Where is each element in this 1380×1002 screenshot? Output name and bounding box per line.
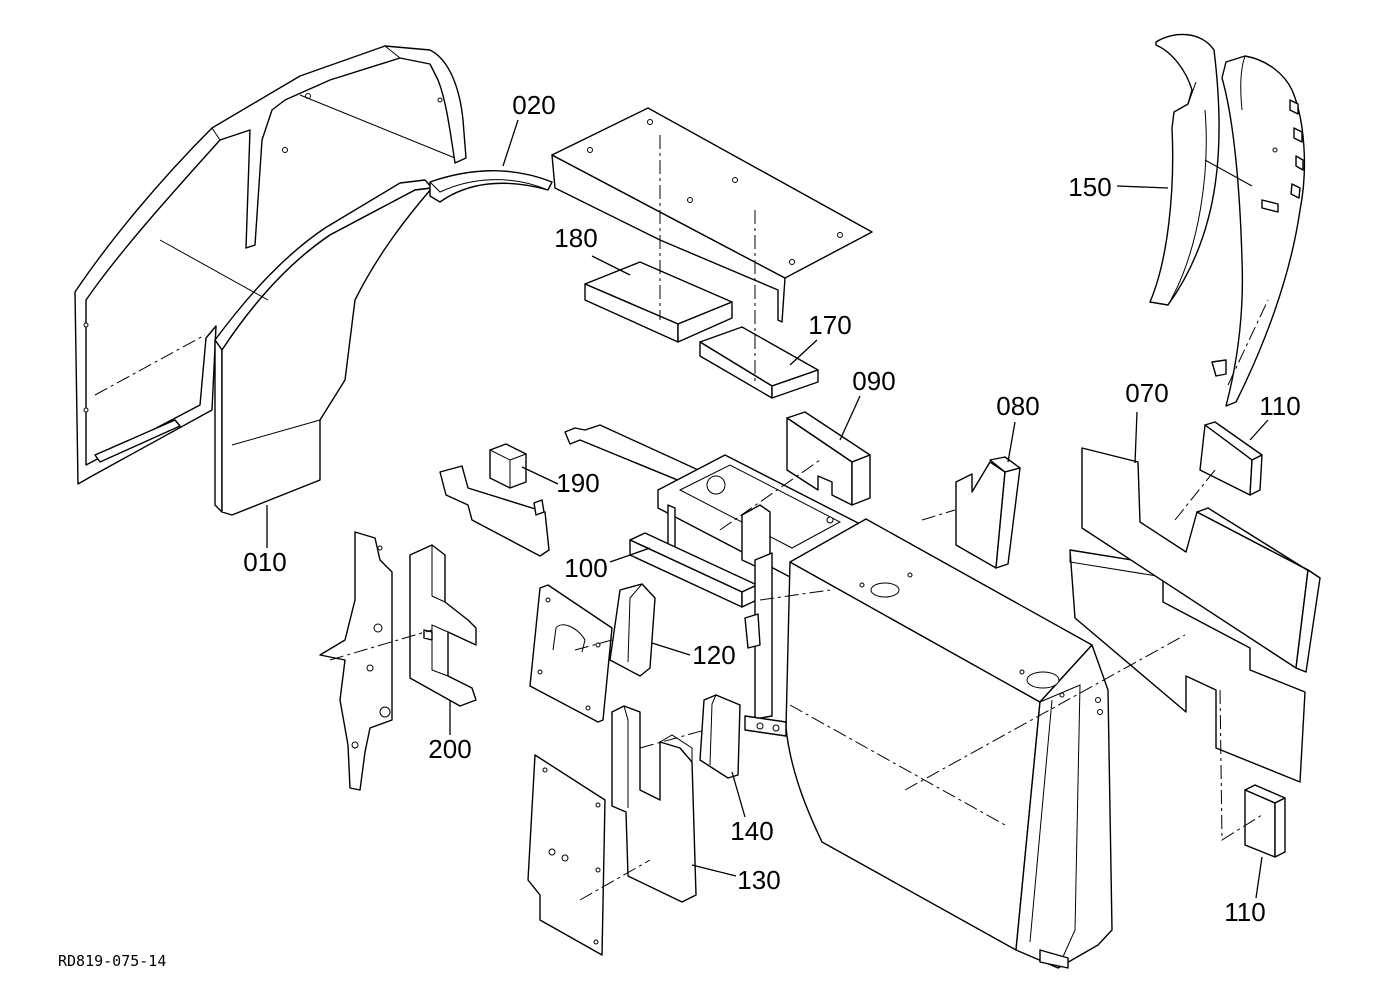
callout-090: 090 [852, 366, 895, 396]
leader-lines [266, 119, 1269, 899]
part-100-bar [629, 532, 758, 608]
part-130-pad [611, 705, 697, 903]
roof-plate [551, 107, 873, 323]
part-200-assembly [319, 531, 477, 791]
callout-180: 180 [554, 223, 597, 253]
callout-110-upper: 110 [1259, 391, 1300, 421]
part-150-pad [1149, 33, 1220, 306]
callout-110-lower: 110 [1224, 897, 1265, 927]
part-130-plate [527, 754, 606, 956]
support-post [744, 552, 787, 737]
part-020-strip [429, 170, 553, 203]
rear-cover-shell [1211, 55, 1306, 407]
part-080-panel [955, 456, 1021, 569]
part-190-assembly [439, 443, 550, 557]
part-170-pad [699, 326, 819, 399]
lower-pad [1069, 549, 1306, 783]
callout-010: 010 [243, 547, 286, 577]
part-070-pad [1081, 447, 1321, 673]
callout-200: 200 [428, 734, 471, 764]
part-120-assembly [529, 583, 656, 723]
callout-130: 130 [737, 865, 780, 895]
part-140-block [699, 694, 741, 779]
callout-140: 140 [730, 816, 773, 846]
part-180-pad [584, 261, 733, 343]
part-110-upper-pad [1199, 421, 1263, 496]
center-frame [564, 424, 863, 579]
callout-170: 170 [808, 310, 851, 340]
center-lines [94, 94, 1269, 901]
door-frame [74, 45, 467, 485]
callout-070: 070 [1125, 378, 1168, 408]
callout-100: 100 [564, 553, 607, 583]
drawing-number: RD819-075-14 [58, 952, 166, 970]
callout-150: 150 [1068, 172, 1111, 202]
callout-190: 190 [556, 468, 599, 498]
callout-120: 120 [692, 640, 735, 670]
callout-080: 080 [996, 391, 1039, 421]
callout-labels: 020 180 170 090 080 070 110 150 190 010 … [243, 90, 1300, 927]
part-090-block [786, 411, 871, 506]
callout-020: 020 [512, 90, 555, 120]
part-110-lower-pad [1244, 784, 1286, 858]
seat-base-box [785, 518, 1113, 969]
